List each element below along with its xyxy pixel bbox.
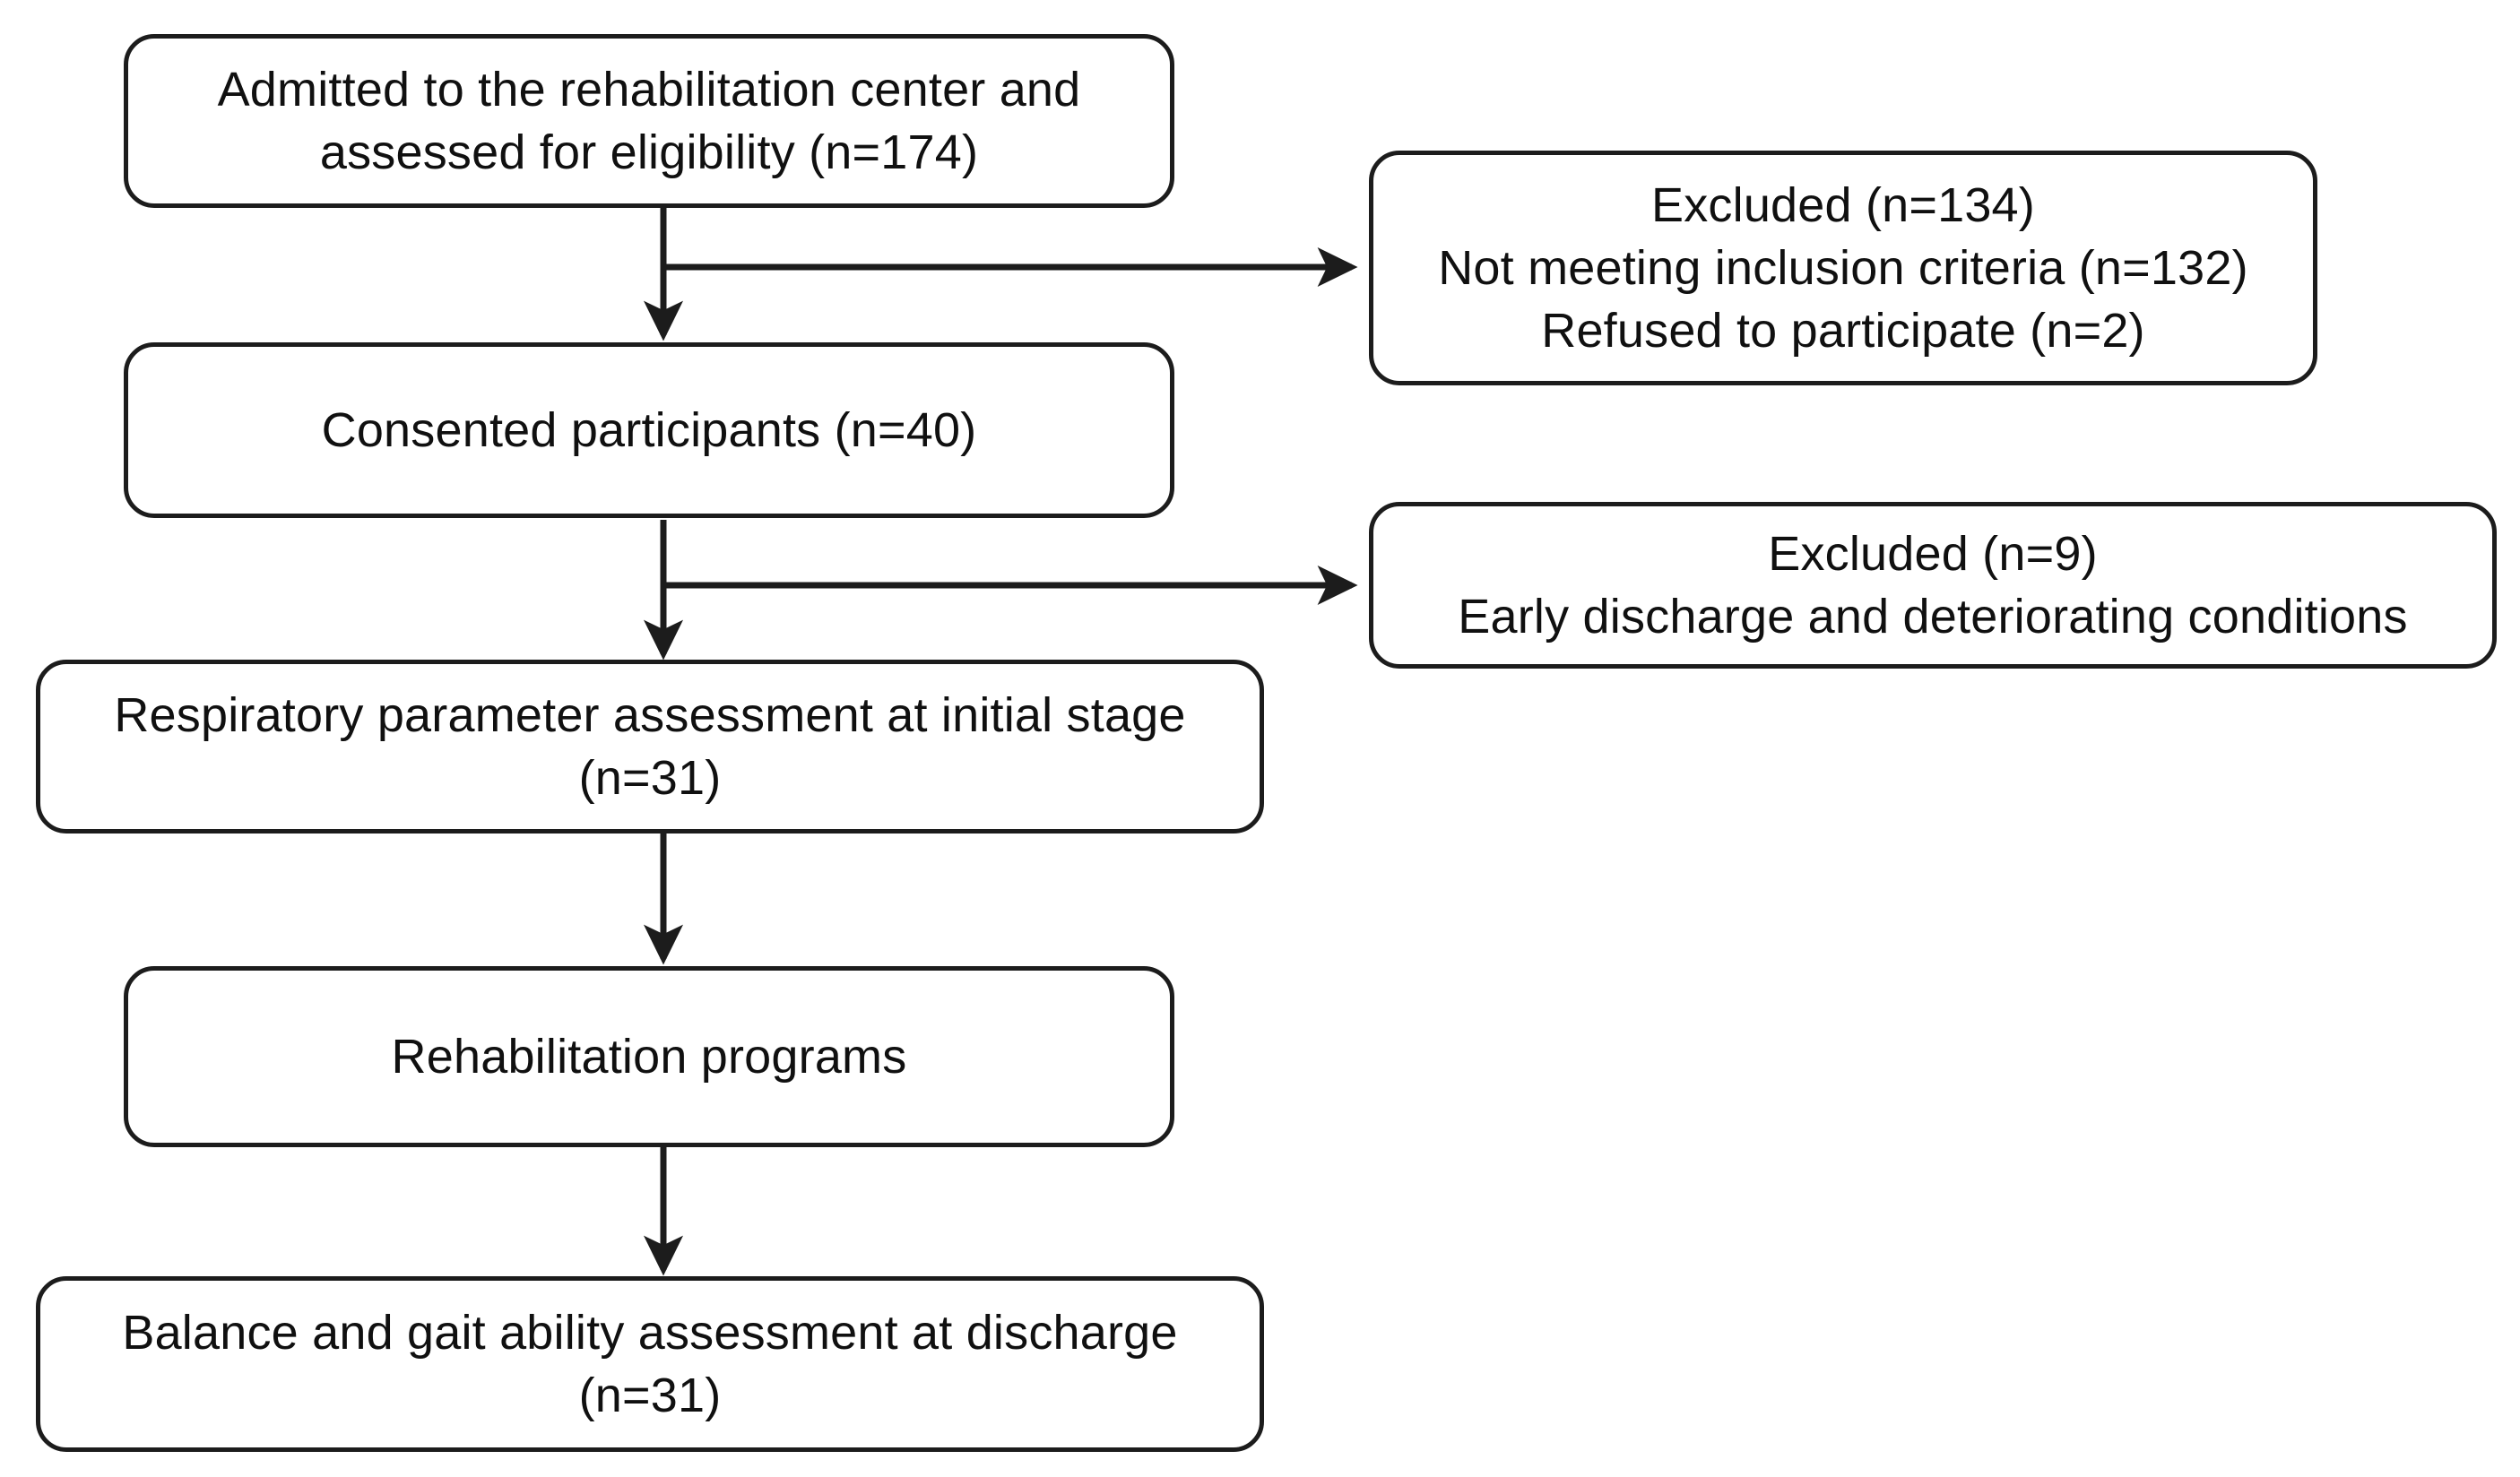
node-rehabilitation-programs-label: Rehabilitation programs (391, 1029, 907, 1084)
node-admitted-label: Admitted to the rehabilitation center an… (217, 62, 1081, 179)
node-balance-gait-assessment: Balance and gait ability assessment at d… (36, 1276, 1264, 1452)
node-excluded-2-label: Excluded (n=9) Early discharge and deter… (1458, 526, 2408, 643)
node-excluded-1-label: Excluded (n=134) Not meeting inclusion c… (1438, 177, 2248, 358)
node-consented: Consented participants (n=40) (124, 342, 1174, 518)
node-excluded-2: Excluded (n=9) Early discharge and deter… (1369, 502, 2497, 669)
node-respiratory-assessment: Respiratory parameter assessment at init… (36, 660, 1264, 834)
node-rehabilitation-programs: Rehabilitation programs (124, 966, 1174, 1147)
node-consented-label: Consented participants (n=40) (321, 402, 977, 457)
node-excluded-1: Excluded (n=134) Not meeting inclusion c… (1369, 151, 2317, 385)
node-admitted: Admitted to the rehabilitation center an… (124, 34, 1174, 208)
node-balance-gait-assessment-label: Balance and gait ability assessment at d… (122, 1305, 1178, 1422)
node-respiratory-assessment-label: Respiratory parameter assessment at init… (114, 687, 1186, 805)
